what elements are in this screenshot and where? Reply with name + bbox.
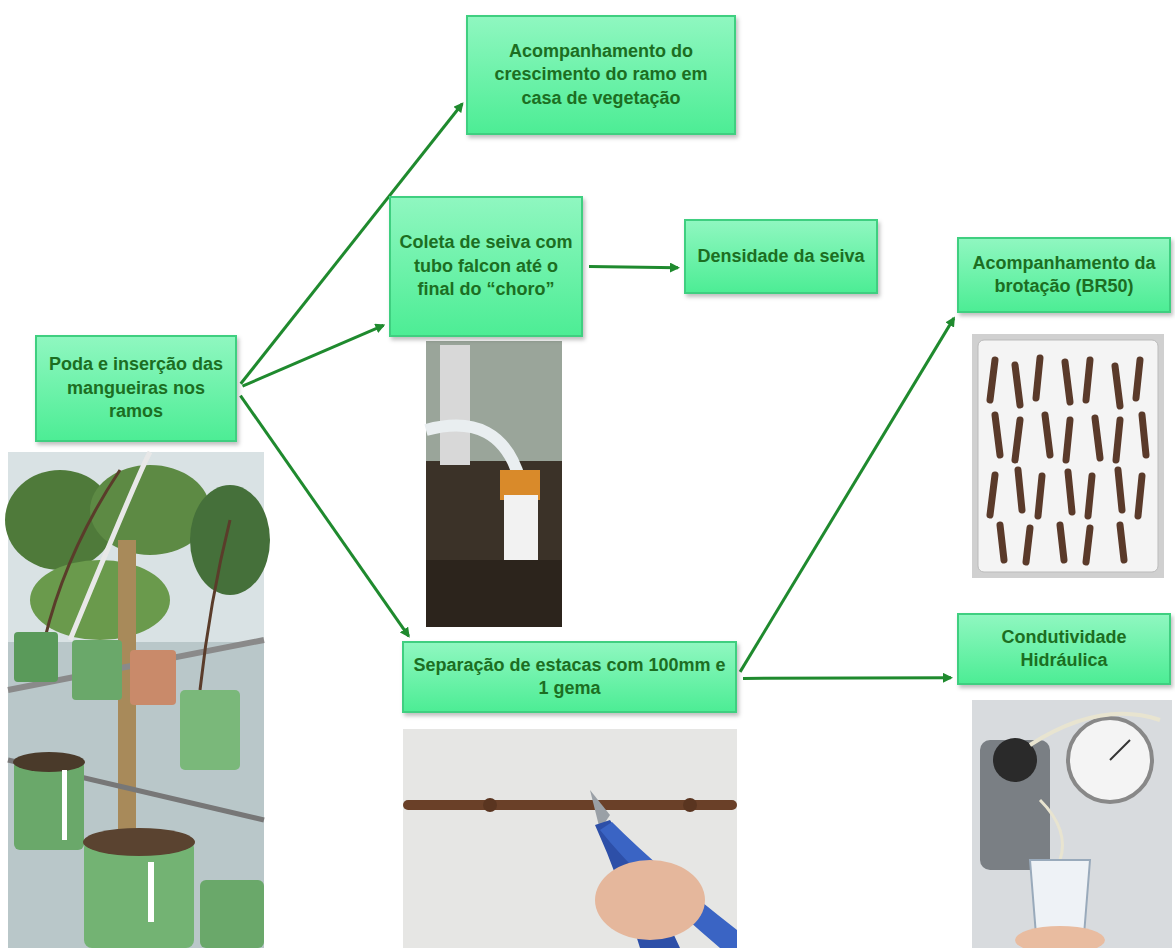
sap-collection-photo <box>426 341 562 627</box>
cutting-photo <box>403 729 737 948</box>
box-content: Condutividade Hidráulica <box>967 626 1161 673</box>
arrow-connector <box>743 676 951 680</box>
box-label: Densidade da seiva <box>697 245 864 268</box>
box-label: Separação de estacas com 100mm e 1 gema <box>412 654 727 701</box>
box-label: Acompanhamento da brotação (BR50) <box>967 252 1161 299</box>
process-box: Condutividade Hidráulica <box>957 613 1171 685</box>
box-label: Condutividade Hidráulica <box>967 626 1161 673</box>
budding-tray-photo <box>972 334 1164 578</box>
box-content: Acompanhamento da brotação (BR50) <box>967 252 1161 299</box>
arrow-connector <box>243 325 384 386</box>
process-box: Poda e inserção das mangueiras nos ramos <box>35 335 237 442</box>
process-box: Acompanhamento do crescimento do ramo em… <box>466 15 736 135</box>
box-label: Poda e inserção das mangueiras nos ramos <box>45 353 227 423</box>
conductivity-photo <box>972 700 1172 948</box>
arrow-connector <box>240 396 408 637</box>
arrow-connector <box>740 318 954 672</box>
box-content: Acompanhamento do crescimento do ramo em… <box>476 40 726 110</box>
greenhouse-photo <box>5 452 270 948</box>
process-box: Acompanhamento da brotação (BR50) <box>957 237 1171 313</box>
arrow-connector <box>589 267 678 268</box>
box-content: Poda e inserção das mangueiras nos ramos <box>45 353 227 423</box>
box-content: Densidade da seiva <box>697 245 864 268</box>
process-box: Densidade da seiva <box>684 219 878 294</box>
box-label: Coleta de seiva com tubo falcon até o fi… <box>399 231 573 301</box>
process-box: Coleta de seiva com tubo falcon até o fi… <box>389 196 583 337</box>
process-box: Separação de estacas com 100mm e 1 gema <box>402 641 737 713</box>
box-content: Coleta de seiva com tubo falcon até o fi… <box>399 231 573 301</box>
box-content: Separação de estacas com 100mm e 1 gema <box>412 654 727 701</box>
box-label: Acompanhamento do crescimento do ramo em… <box>476 40 726 110</box>
